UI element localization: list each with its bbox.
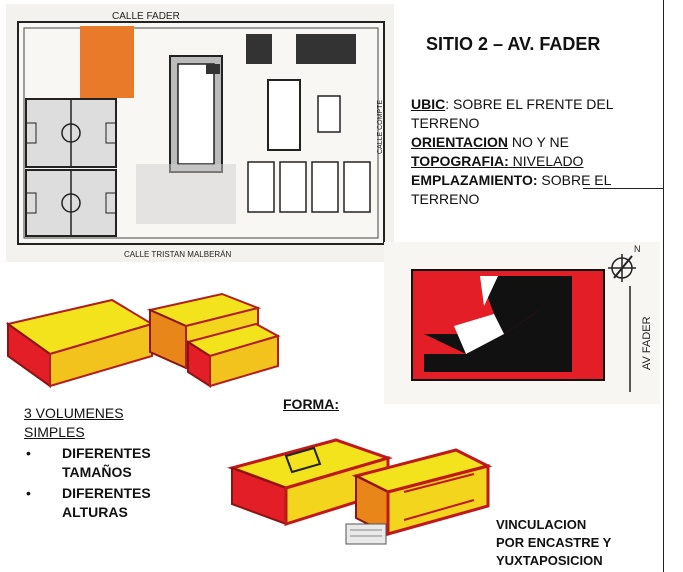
forma-heading: FORMA:	[283, 396, 339, 412]
north-label: N	[634, 244, 641, 254]
topografia-label: TOPOGRAFIA:	[411, 153, 509, 169]
page-title: SITIO 2 – AV. FADER	[426, 34, 601, 54]
emplazamiento-label: EMPLAZAMIENTO:	[411, 172, 538, 188]
vinculacion-line2: POR ENCASTRE Y	[496, 535, 612, 550]
page-border-right	[663, 0, 664, 572]
emplazamiento-value-cont: TERRENO	[411, 191, 480, 207]
orientacion-label: ORIENTACION	[411, 134, 508, 150]
volumes-sketch	[5, 292, 281, 388]
volumes-heading-line2: SIMPLES	[24, 424, 85, 440]
ubic-value: : SOBRE EL FRENTE DEL	[445, 96, 614, 112]
orientation-diagram: N AV FADER	[384, 242, 660, 404]
street-label-right: CALLE COMPTE	[377, 100, 384, 154]
volumes-heading-line1: 3 VOLUMENES	[24, 405, 124, 421]
av-fader-label: AV FADER	[641, 316, 653, 370]
site-plan-sketch: CALLE FADER CALLE TRISTAN MALBERÁN CALLE…	[6, 4, 394, 262]
emplazamiento-value: SOBRE EL	[537, 172, 612, 188]
orientacion-value: NO Y NE	[507, 134, 569, 150]
connected-volumes-sketch	[227, 438, 493, 545]
vinculacion-line3: YUXTAPOSICION	[496, 553, 603, 568]
orange-lot	[80, 26, 134, 98]
ubic-label: UBIC	[411, 96, 446, 112]
street-label-top: CALLE FADER	[112, 11, 180, 22]
site-info: UBIC: SOBRE EL FRENTE DEL TERRENO ORIENT…	[411, 95, 671, 209]
vinculacion-line1: VINCULACION	[496, 517, 587, 532]
divider-line	[583, 188, 663, 189]
topografia-value: NIVELADO	[508, 153, 584, 169]
street-label-bottom: CALLE TRISTAN MALBERÁN	[124, 250, 232, 259]
vinculacion-text: VINCULACION POR ENCASTRE Y YUXTAPOSICION	[496, 516, 611, 570]
ubic-value-cont: TERRENO	[411, 115, 480, 131]
